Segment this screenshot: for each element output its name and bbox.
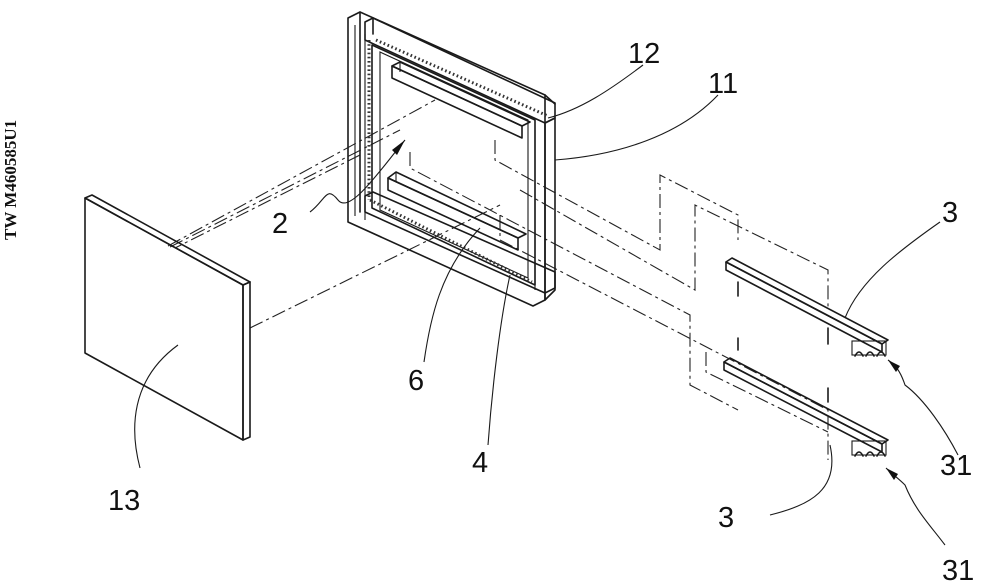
rail-3-bottom <box>723 357 889 457</box>
document-id: TW M460585U1 <box>1 120 20 240</box>
rail-3-top <box>725 257 889 357</box>
label-12: 12 <box>628 38 660 70</box>
label-31-top: 31 <box>940 450 972 482</box>
label-4: 4 <box>472 447 488 479</box>
label-2: 2 <box>272 208 288 240</box>
label-3-bottom: 3 <box>718 502 734 534</box>
arrow-31-top <box>888 360 900 372</box>
label-11: 11 <box>708 68 738 100</box>
arrow-2 <box>392 140 405 155</box>
label-13: 13 <box>108 485 140 517</box>
label-31-bottom: 31 <box>942 555 974 584</box>
screws <box>737 281 829 403</box>
panel-13 <box>84 194 251 441</box>
arrow-31-bottom <box>886 468 898 480</box>
leader-lines <box>134 64 959 546</box>
upper-shelf <box>391 61 531 139</box>
frame-11 <box>347 11 556 307</box>
label-6: 6 <box>408 365 424 397</box>
lower-shelf-6 <box>387 171 527 251</box>
projection-lines <box>167 99 829 460</box>
label-3-top: 3 <box>942 197 958 229</box>
